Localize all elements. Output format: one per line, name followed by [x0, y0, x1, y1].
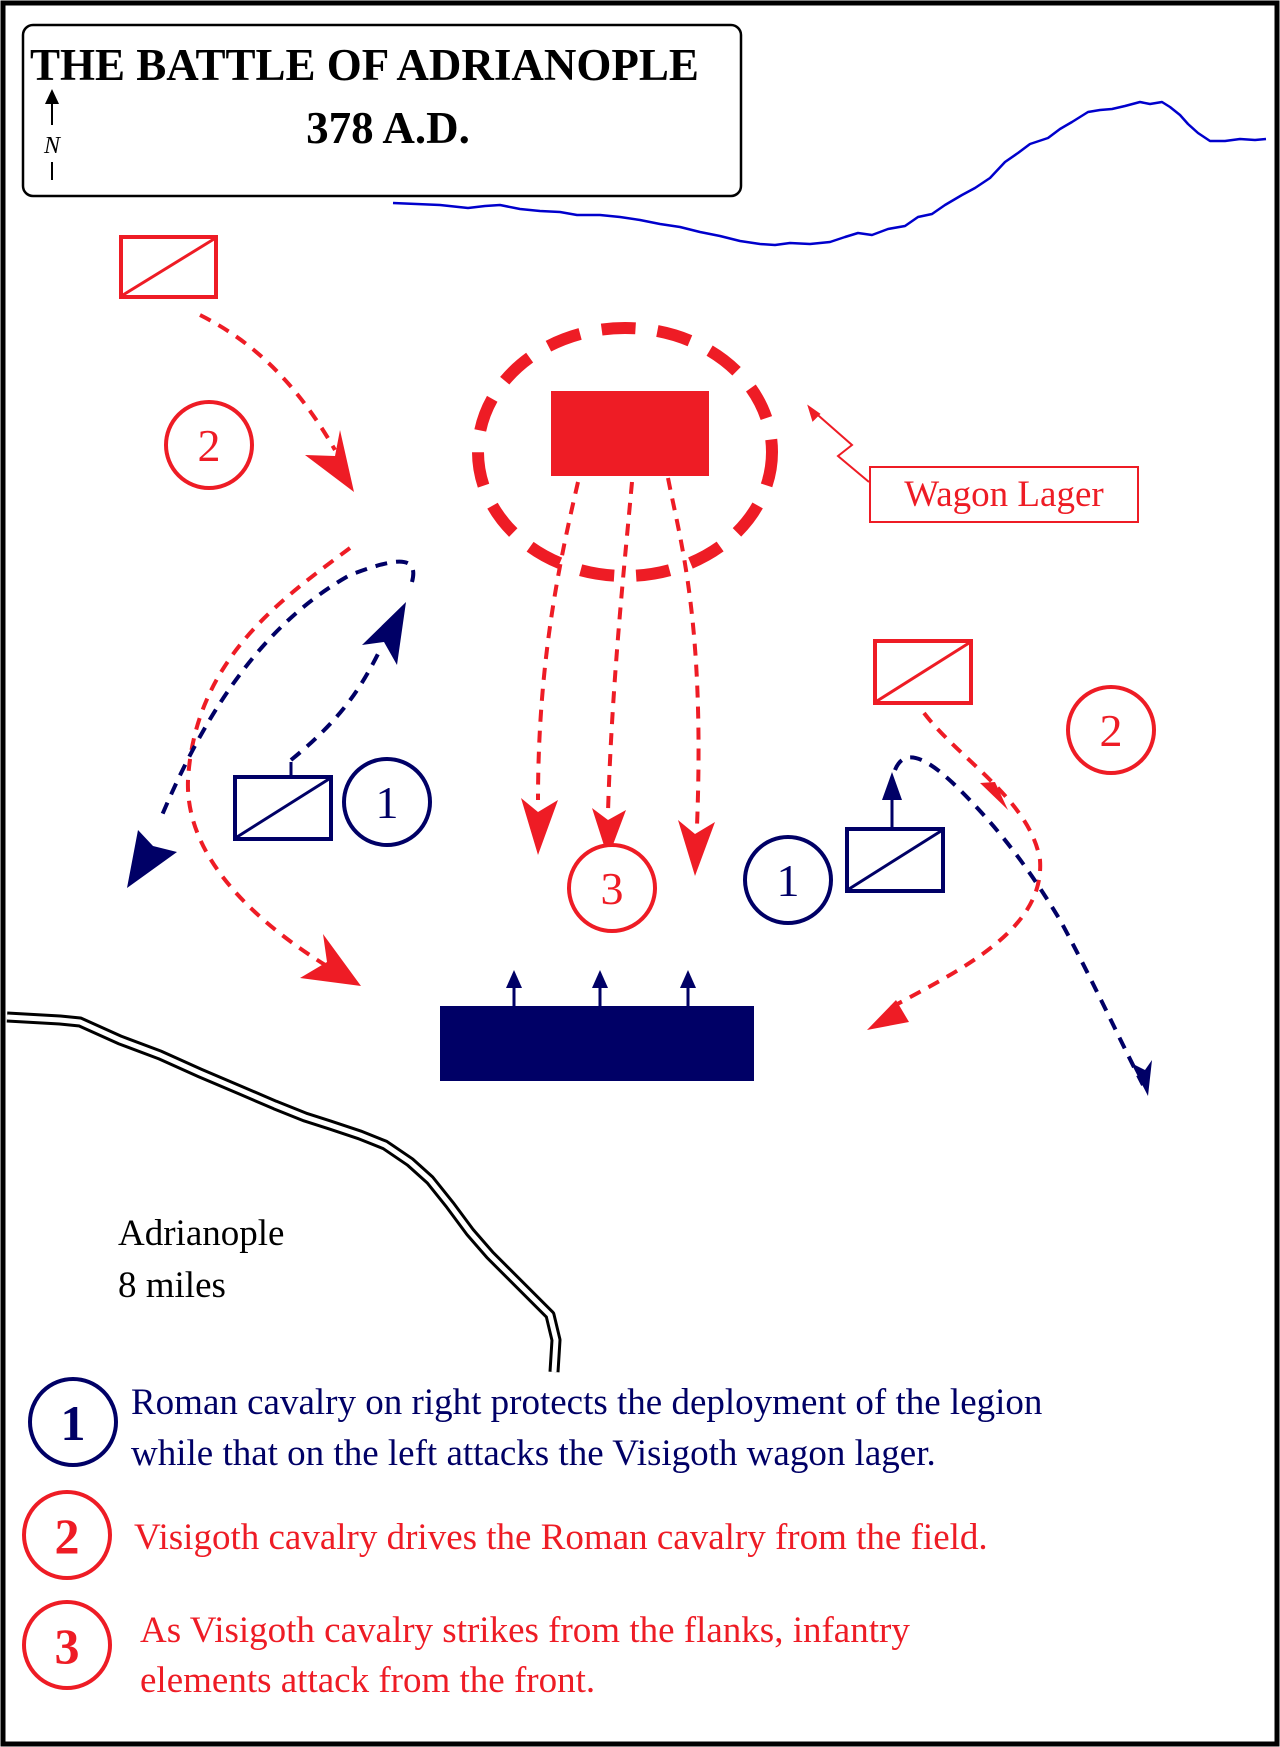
legend-text-line: Roman cavalry on right protects the depl… — [131, 1382, 1042, 1423]
arrowhead-icon — [362, 602, 406, 665]
legend-text-line: Visigoth cavalry drives the Roman cavalr… — [134, 1517, 988, 1558]
north-arrow-icon — [45, 89, 59, 180]
map-title: THE BATTLE OF ADRIANOPLE — [30, 40, 699, 90]
legend-number: 3 — [55, 1618, 80, 1674]
legend-number: 2 — [55, 1508, 80, 1564]
step-2-marker-left-number: 2 — [198, 420, 221, 471]
step-2-marker-right-number: 2 — [1100, 705, 1123, 756]
legend-item-1: 1 Roman cavalry on right protects the de… — [28, 1377, 1042, 1474]
arrowhead-icon — [867, 1000, 909, 1030]
city-label: Adrianople — [118, 1213, 284, 1254]
distance-label: 8 miles — [118, 1265, 226, 1306]
title-box: THE BATTLE OF ADRIANOPLE 378 A.D. N — [21, 23, 743, 198]
infantry-arrowheads — [521, 798, 715, 876]
arrowhead-icon — [980, 782, 1008, 810]
step-2-marker-right — [1066, 685, 1156, 775]
roman-cavalry-right — [845, 772, 945, 893]
visigoth-cavalry-advance-northwest — [199, 313, 337, 451]
step-1-marker-left-number: 1 — [376, 777, 399, 828]
wagon-lager — [472, 322, 778, 582]
river — [392, 100, 1267, 247]
wagon-lager-label: Wagon Lager — [904, 474, 1103, 515]
step-3-marker-number: 3 — [601, 863, 624, 914]
road-to-adrianople — [6, 1011, 562, 1373]
visigoth-cavalry-sweep-right — [889, 711, 1043, 1010]
north-label: N — [43, 133, 62, 159]
legend-text-line: elements attack from the front. — [140, 1660, 595, 1701]
visigoth-cavalry-northeast — [873, 639, 973, 705]
roman-cavalry-left — [233, 762, 333, 841]
map-date: 378 A.D. — [306, 103, 470, 153]
step-1-marker-right — [743, 835, 833, 925]
arrowhead-icon — [127, 830, 177, 888]
legend-text-line: As Visigoth cavalry strikes from the fla… — [140, 1610, 910, 1651]
infantry-attack-arrows — [536, 477, 701, 827]
arrowhead-icon — [300, 934, 361, 986]
wagon-lager-callout: Wagon Lager — [807, 404, 1139, 523]
arrowhead-icon — [305, 430, 354, 492]
step-3-marker — [567, 843, 657, 933]
wagon-lager-perimeter — [472, 322, 778, 582]
legend-text-line: while that on the left attacks the Visig… — [131, 1433, 936, 1474]
roman-cavalry-advance-left — [289, 649, 382, 762]
legend-item-2: 2 Visigoth cavalry drives the Roman cava… — [22, 1490, 988, 1580]
arrowhead-icon — [1131, 1060, 1152, 1096]
legend-item-3: 3 As Visigoth cavalry strikes from the f… — [22, 1600, 910, 1701]
visigoth-cavalry-northwest — [119, 235, 218, 299]
step-1-marker-right-number: 1 — [777, 855, 800, 906]
roman-legion — [440, 970, 754, 1081]
visigoth-infantry-block — [551, 391, 709, 476]
roman-cavalry-retreat-left — [158, 559, 416, 821]
step-1-marker-left — [342, 757, 432, 847]
legend-number: 1 — [61, 1395, 86, 1451]
visigoth-cavalry-sweep-left — [185, 546, 352, 970]
step-2-marker-left — [164, 400, 254, 490]
legend: 1 Roman cavalry on right protects the de… — [22, 1377, 1042, 1701]
